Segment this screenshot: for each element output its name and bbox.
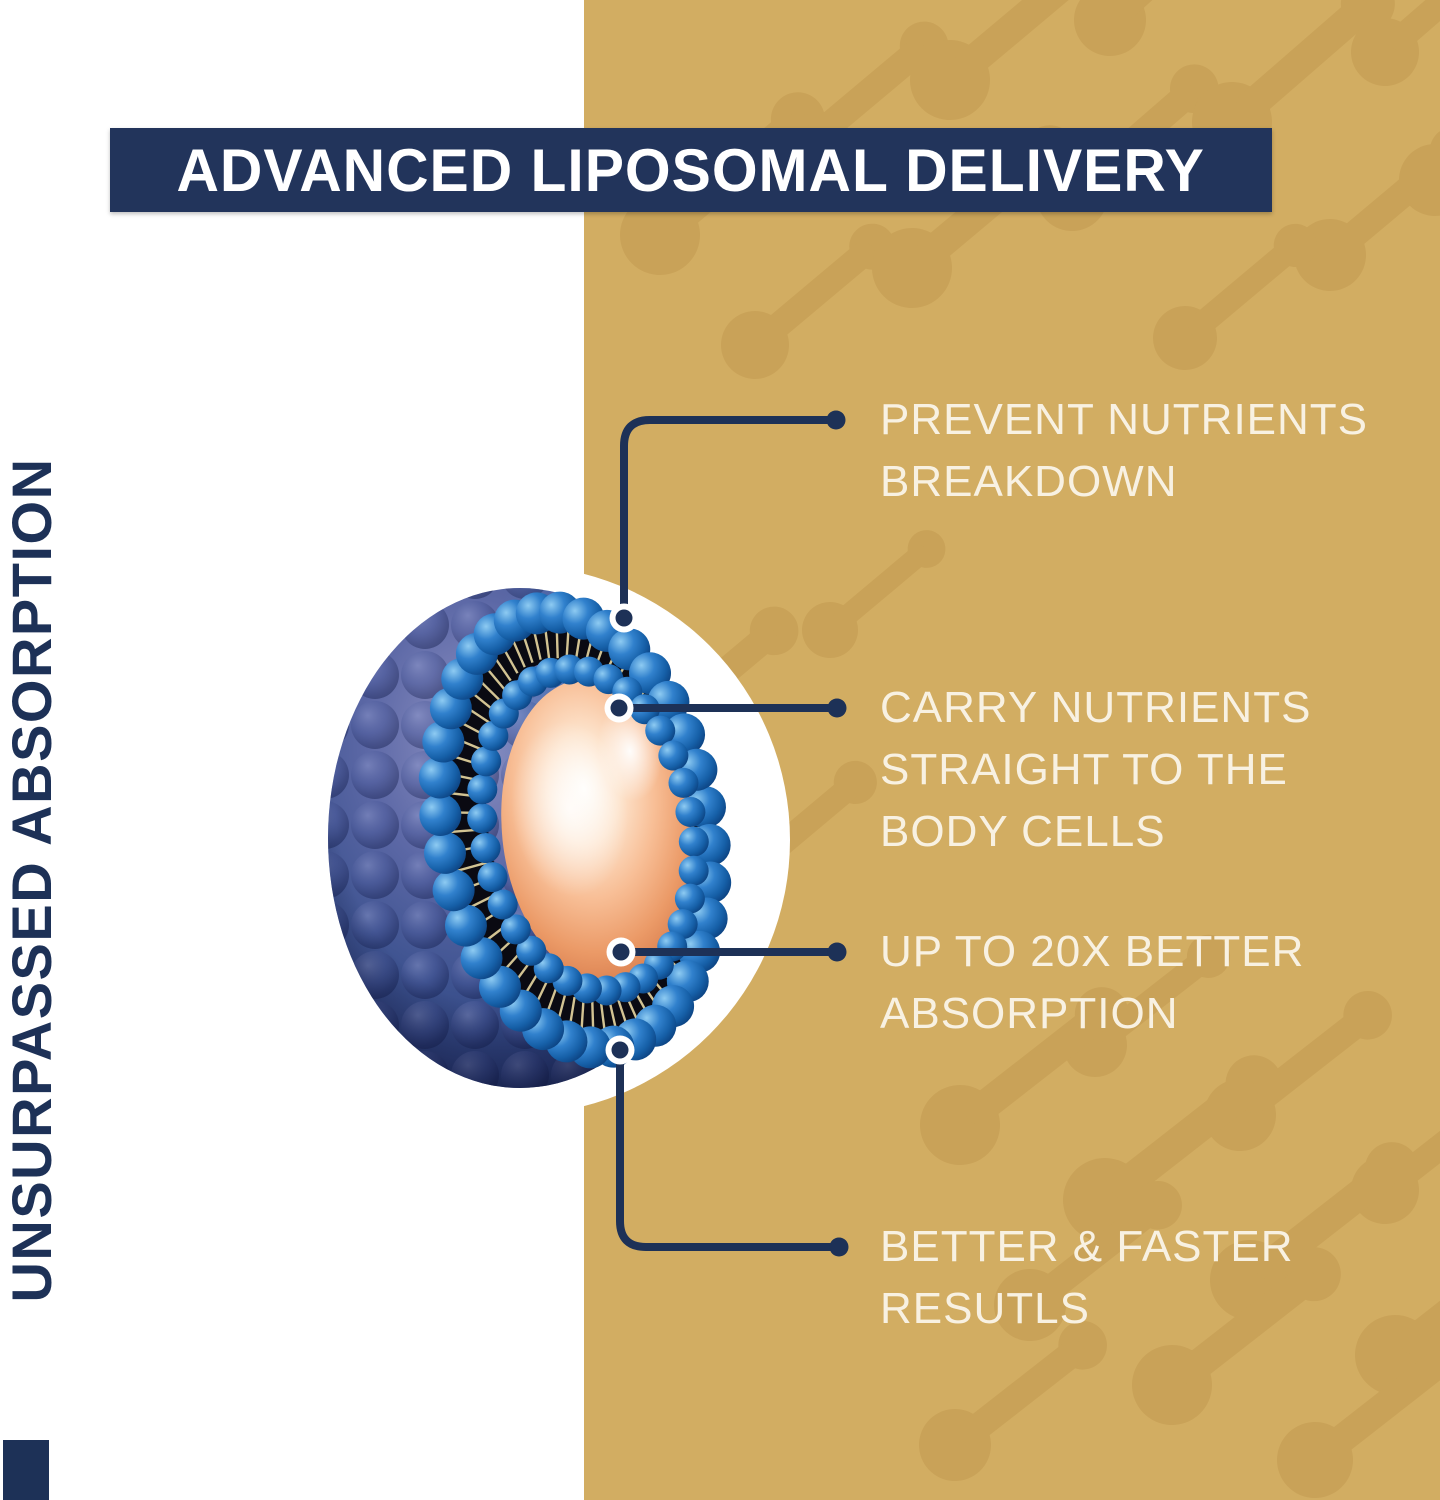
outer-bead-ring: [418, 591, 732, 1069]
callout-connectors: [615, 416, 843, 1251]
page-title: ADVANCED LIPOSOMAL DELIVERY: [176, 136, 1206, 204]
header-banner: ADVANCED LIPOSOMAL DELIVERY: [110, 128, 1272, 212]
connector-line-4: [616, 1046, 843, 1251]
anchor-dot-4: [611, 1041, 629, 1059]
connector-dot-3: [827, 942, 847, 962]
connector-line-1: [620, 416, 840, 622]
inner-bead-ring-group: [467, 654, 709, 1006]
anchor-dot-3: [612, 943, 630, 961]
callout-carry-nutrients-to-cells: CARRY NUTRIENTS STRAIGHT TO THE BODY CEL…: [880, 683, 1312, 856]
anchor-dot-1: [615, 609, 633, 627]
inner-bead-ring: [467, 654, 709, 1006]
callout-better-faster-results: BETTER & FASTER RESUTLS: [880, 1222, 1294, 1333]
anchor-dot-2: [610, 699, 628, 717]
side-vertical-label: UNSURPASSED ABSORPTION: [0, 457, 63, 1303]
nutrient-core-group: [501, 678, 695, 982]
callout-better-absorption: UP TO 20X BETTER ABSORPTION: [880, 927, 1305, 1038]
connector-markers: [604, 410, 849, 1257]
connector-dot-4: [829, 1237, 849, 1257]
core-soft-highlight: [511, 721, 629, 897]
callout-prevent-nutrients-breakdown: PREVENT NUTRIENTS BREAKDOWN: [880, 395, 1369, 506]
connector-dot-2: [827, 698, 847, 718]
connector-dot-1: [826, 410, 846, 430]
bottom-left-accent-block: [3, 1440, 49, 1500]
